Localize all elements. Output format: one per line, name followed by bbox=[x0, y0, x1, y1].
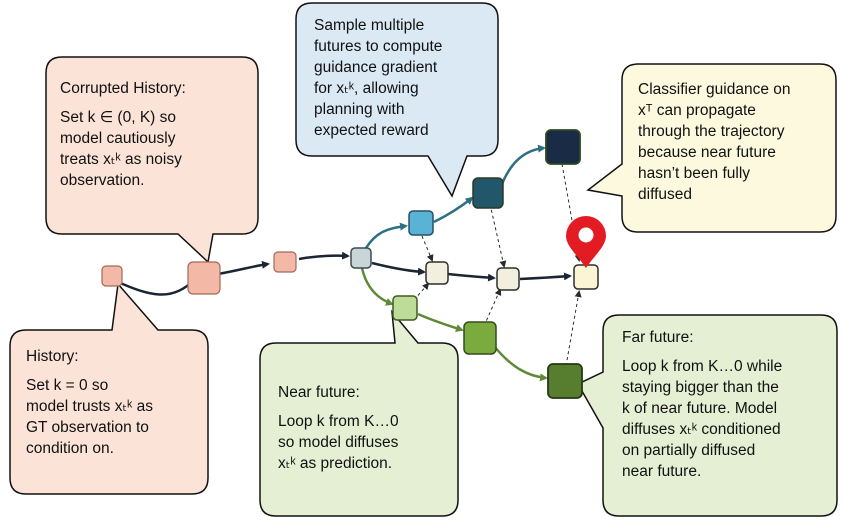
teal-node-3 bbox=[545, 129, 581, 165]
callout-title: Corrupted History: bbox=[60, 80, 186, 97]
corrupted-history-node bbox=[187, 261, 221, 295]
history-node-2 bbox=[273, 251, 297, 273]
callout-line: xₜᵏ as prediction. bbox=[278, 455, 393, 472]
current-node bbox=[350, 247, 372, 269]
callout-line: hasn’t been fully bbox=[638, 165, 751, 182]
callout-line: expected reward bbox=[314, 122, 429, 139]
teal-branch-2 bbox=[433, 196, 474, 224]
callout-line: Loop k from K…0 bbox=[278, 413, 399, 430]
dashed-arrow-3 bbox=[489, 203, 507, 268]
callout-line: Loop k from K…0 while bbox=[622, 358, 783, 375]
callout-far-future: Far future: Loop k from K…0 while stayin… bbox=[622, 327, 834, 482]
callout-history: History: Set k = 0 so model trusts xₜᵏ a… bbox=[26, 346, 202, 459]
callout-line: because near future bbox=[638, 144, 776, 161]
main-path-1 bbox=[371, 261, 426, 276]
callout-line: on partially diffused bbox=[622, 442, 756, 459]
history-node bbox=[101, 265, 123, 287]
map-pin-icon bbox=[566, 216, 606, 268]
callout-line: diffused bbox=[638, 186, 693, 203]
history-path bbox=[117, 279, 195, 296]
callout-line: Set k = 0 so bbox=[26, 377, 109, 394]
callout-line: near future. bbox=[622, 463, 702, 480]
callout-line: so model diffuses bbox=[278, 434, 399, 451]
callout-corrupted-history-bubble bbox=[45, 56, 259, 264]
callout-sample-futures: Sample multiple futures to compute guida… bbox=[314, 15, 494, 141]
callout-line: model trusts xₜᵏ as bbox=[26, 398, 153, 415]
callout-line: Classifier guidance on bbox=[638, 81, 791, 98]
callout-line: condition on. bbox=[26, 440, 114, 457]
main-path-2 bbox=[447, 272, 496, 282]
callout-corrupted-history: Corrupted History: Set k ∈ (0, K) so mod… bbox=[60, 78, 250, 191]
callout-line: k of near future. Model bbox=[622, 400, 778, 417]
green-node-1 bbox=[392, 295, 418, 321]
callout-title: History: bbox=[26, 348, 79, 365]
callout-sample-futures-bubble bbox=[295, 2, 499, 198]
history-path-2 bbox=[217, 260, 270, 276]
callout-near-future-bubble bbox=[259, 309, 459, 517]
callout-line: planning with bbox=[314, 101, 405, 118]
callout-line: GT observation to bbox=[26, 419, 149, 436]
green-branch-2 bbox=[417, 312, 464, 332]
teal-node-1 bbox=[408, 210, 434, 236]
callout-classifier-guidance-bubble bbox=[586, 63, 837, 233]
teal-branch-3 bbox=[500, 144, 546, 185]
green-branch-1 bbox=[360, 267, 394, 306]
dashed-arrow-5 bbox=[561, 163, 582, 262]
teal-branch-1 bbox=[364, 222, 408, 249]
callout-line: through the trajectory bbox=[638, 123, 785, 140]
main-node-1 bbox=[425, 261, 449, 285]
callout-near-future: Near future: Loop k from K…0 so model di… bbox=[278, 382, 454, 474]
callout-line: Set k ∈ (0, K) so bbox=[60, 109, 177, 126]
dashed-arrow-1 bbox=[421, 235, 434, 262]
callout-history-bubble bbox=[9, 282, 209, 495]
callout-line: diffuses xₜᵏ conditioned bbox=[622, 421, 781, 438]
callout-line: model cautiously bbox=[60, 130, 176, 147]
goal-node bbox=[573, 264, 599, 290]
callout-line: guidance gradient bbox=[314, 59, 438, 76]
teal-node-2 bbox=[472, 177, 504, 209]
callout-line: Sample multiple bbox=[314, 17, 425, 34]
callout-line: futures to compute bbox=[314, 38, 443, 55]
callout-classifier-guidance: Classifier guidance on xᵀ can propagate … bbox=[638, 79, 832, 205]
green-node-2 bbox=[463, 321, 497, 355]
green-branch-3 bbox=[493, 345, 548, 382]
callout-far-future-bubble bbox=[576, 314, 838, 517]
main-node-2 bbox=[496, 267, 520, 291]
dashed-arrow-4 bbox=[483, 288, 502, 327]
callout-title: Far future: bbox=[622, 329, 694, 346]
callout-line: for xₜᵏ, allowing bbox=[314, 80, 419, 97]
callout-line: xᵀ can propagate bbox=[638, 102, 756, 119]
callout-line: treats xₜᵏ as noisy bbox=[60, 151, 182, 168]
callout-line: observation. bbox=[60, 172, 145, 189]
history-path-3 bbox=[298, 251, 350, 261]
main-path-3 bbox=[519, 272, 572, 281]
callout-line: staying bigger than the bbox=[622, 379, 779, 396]
callout-title: Near future: bbox=[278, 384, 360, 401]
dashed-arrow-6 bbox=[565, 290, 582, 367]
green-node-3 bbox=[547, 363, 583, 399]
